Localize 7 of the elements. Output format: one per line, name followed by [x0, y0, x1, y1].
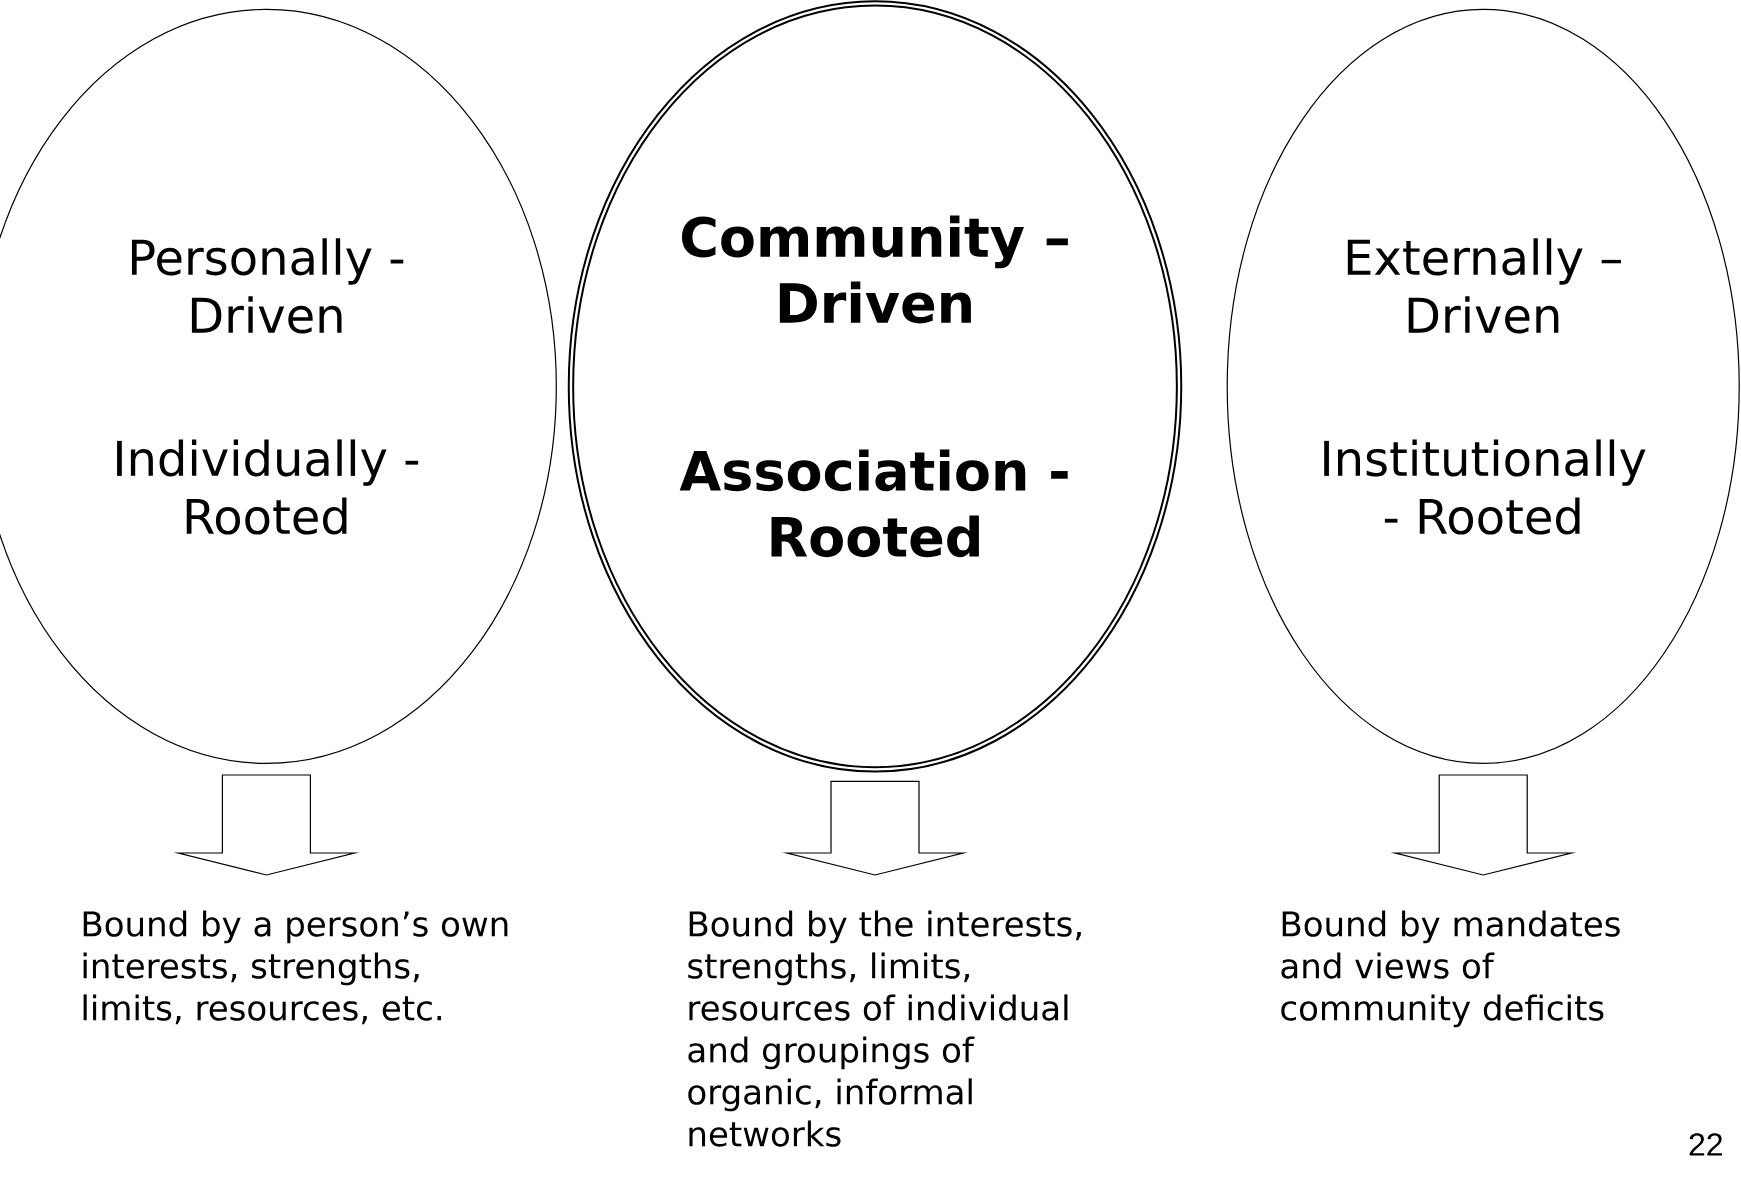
block-arrow — [782, 780, 968, 876]
block-arrow — [1390, 774, 1577, 876]
description-text: Bound by a person’s own interests, strengths, limits, resources, etc. — [83, 910, 508, 1025]
description-text: Bound by mandates and views of community deficits — [1281, 910, 1620, 1028]
block-arrow — [173, 774, 360, 876]
page-number: 22 — [1689, 1133, 1722, 1156]
description-text: Bound by the interests, strengths, limits, resources of individual and groupings of organic, informal networks — [688, 910, 1081, 1147]
